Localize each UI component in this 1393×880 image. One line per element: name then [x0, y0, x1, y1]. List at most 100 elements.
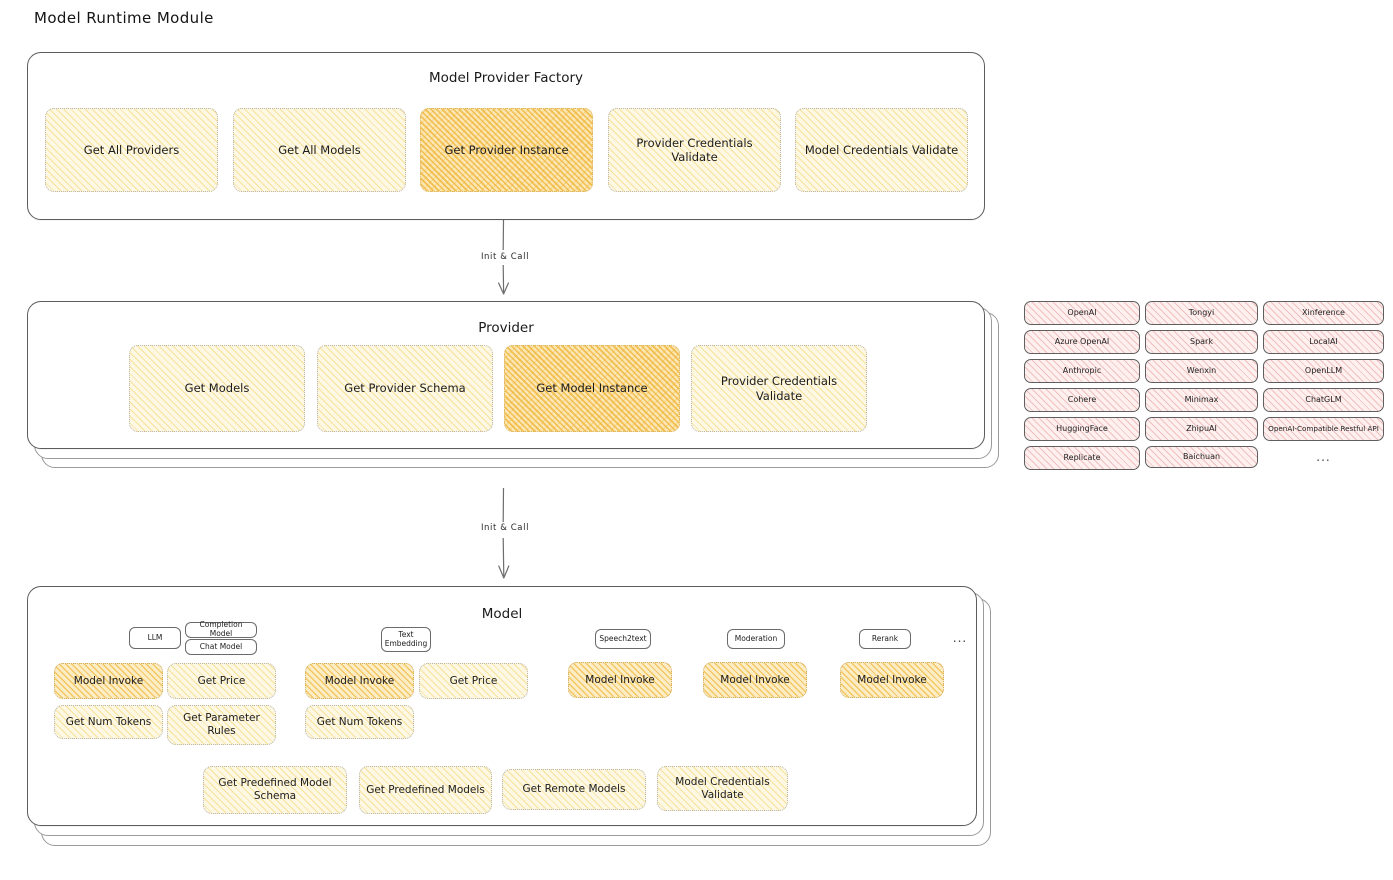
chip-label: Spark	[1190, 337, 1213, 347]
node-label: Get All Models	[278, 142, 361, 157]
badge-label: Completion Model	[199, 620, 243, 638]
node-llm-get-price[interactable]: Get Price	[167, 663, 276, 699]
model-type-badge-speech2text[interactable]: Speech2text	[595, 629, 651, 649]
more-label: ...	[952, 631, 968, 645]
provider-title: Provider	[478, 320, 534, 336]
node-provider-credentials-validate[interactable]: Provider Credentials Validate	[608, 108, 781, 192]
provider-chip-minimax[interactable]: Minimax	[1145, 388, 1258, 412]
node-label: Model Invoke	[324, 674, 395, 687]
badge-label: Rerank	[871, 633, 899, 643]
model-type-badge-rerank[interactable]: Rerank	[859, 629, 911, 649]
provider-chip-xinference[interactable]: Xinference	[1263, 301, 1384, 325]
node-get-all-models[interactable]: Get All Models	[233, 108, 406, 192]
node-text-embedding-get-price[interactable]: Get Price	[419, 663, 528, 699]
node-label: Model Credentials Validate	[804, 142, 959, 157]
arrow-label-init-and-call-2: Init & Call	[455, 523, 555, 533]
node-label: Get Provider Instance	[444, 142, 569, 157]
chip-label: Baichuan	[1182, 452, 1221, 462]
arrow-provider-to-model	[498, 488, 510, 579]
node-label: Get Price	[197, 674, 246, 687]
node-get-models[interactable]: Get Models	[129, 345, 305, 432]
model-title: Model	[481, 606, 523, 622]
node-get-model-instance[interactable]: Get Model Instance	[504, 345, 680, 432]
node-llm-get-num-tokens[interactable]: Get Num Tokens	[54, 705, 163, 739]
provider-list: OpenAI Azure OpenAI Anthropic Cohere Hug…	[1024, 300, 1384, 475]
model-type-badge-text-embedding[interactable]: Text Embedding	[381, 627, 431, 652]
model-subtype-badge-completion-model[interactable]: Completion Model	[185, 620, 257, 638]
node-label: Get Parameter Rules	[183, 712, 260, 737]
node-label: Get Predefined Model Schema	[218, 777, 332, 802]
provider-chip-huggingface[interactable]: HuggingFace	[1024, 417, 1140, 441]
chip-label: ChatGLM	[1305, 395, 1342, 405]
node-model-credentials-validate[interactable]: Model Credentials Validate	[795, 108, 968, 192]
provider-chip-openai-compatible-restful-api[interactable]: OpenAI-Compatible Restful API	[1263, 417, 1384, 441]
more-label: ...	[1316, 450, 1331, 464]
chip-label: OpenAI-Compatible Restful API	[1268, 423, 1379, 433]
node-label: Provider Credentials Validate	[720, 374, 838, 403]
chip-label: ZhipuAI	[1186, 424, 1217, 434]
provider-list-more: ...	[1263, 450, 1384, 464]
chip-label: LocalAI	[1309, 337, 1338, 347]
provider-chip-cohere[interactable]: Cohere	[1024, 388, 1140, 412]
node-text-embedding-get-num-tokens[interactable]: Get Num Tokens	[305, 705, 414, 739]
node-get-predefined-models[interactable]: Get Predefined Models	[359, 766, 492, 814]
node-get-provider-instance[interactable]: Get Provider Instance	[420, 108, 593, 192]
node-label: Get Predefined Models	[366, 783, 485, 796]
node-label: Model Invoke	[720, 673, 790, 686]
node-text-embedding-model-invoke[interactable]: Model Invoke	[305, 663, 414, 699]
node-get-all-providers[interactable]: Get All Providers	[45, 108, 218, 192]
chip-label: HuggingFace	[1056, 424, 1108, 434]
node-get-provider-schema[interactable]: Get Provider Schema	[317, 345, 493, 432]
node-label: Get Num Tokens	[316, 715, 403, 728]
provider-chip-openllm[interactable]: OpenLLM	[1263, 359, 1384, 383]
node-get-predefined-model-schema[interactable]: Get Predefined Model Schema	[203, 766, 347, 814]
node-label: Model Invoke	[857, 673, 927, 686]
chip-label: Replicate	[1063, 453, 1101, 463]
provider-chip-wenxin[interactable]: Wenxin	[1145, 359, 1258, 383]
chip-label: OpenLLM	[1304, 366, 1343, 376]
provider-chip-replicate[interactable]: Replicate	[1024, 446, 1140, 470]
node-moderation-model-invoke[interactable]: Model Invoke	[703, 662, 807, 698]
provider-chip-localai[interactable]: LocalAI	[1263, 330, 1384, 354]
provider-chip-chatglm[interactable]: ChatGLM	[1263, 388, 1384, 412]
node-rerank-model-invoke[interactable]: Model Invoke	[840, 662, 944, 698]
node-label: Get Price	[449, 674, 498, 687]
node-label: Get Remote Models	[522, 783, 626, 796]
chip-label: Xinference	[1302, 308, 1345, 318]
chip-label: OpenAI	[1067, 308, 1097, 318]
arrow-label-init-and-call-1: Init & Call	[455, 252, 555, 262]
node-get-remote-models[interactable]: Get Remote Models	[502, 769, 646, 810]
provider-chip-baichuan[interactable]: Baichuan	[1145, 446, 1258, 468]
model-subtype-badge-chat-model[interactable]: Chat Model	[185, 639, 257, 655]
provider-chip-anthropic[interactable]: Anthropic	[1024, 359, 1140, 383]
node-label: Model Invoke	[585, 673, 655, 686]
provider-chip-tongyi[interactable]: Tongyi	[1145, 301, 1258, 325]
node-speech2text-model-invoke[interactable]: Model Invoke	[568, 662, 672, 698]
chip-label: Anthropic	[1062, 366, 1102, 376]
badge-label: Moderation	[734, 633, 778, 643]
chip-label: Minimax	[1184, 395, 1219, 405]
model-type-badge-llm[interactable]: LLM	[129, 627, 181, 649]
provider-chip-spark[interactable]: Spark	[1145, 330, 1258, 354]
provider-chip-azure-openai[interactable]: Azure OpenAI	[1024, 330, 1140, 354]
node-label: Provider Credentials Validate	[636, 135, 753, 164]
page-title: Model Runtime Module	[34, 9, 214, 27]
arrow-factory-to-provider	[498, 220, 509, 295]
badge-label: LLM	[147, 632, 163, 642]
node-provider-credentials-validate-2[interactable]: Provider Credentials Validate	[691, 345, 867, 432]
provider-chip-zhipuai[interactable]: ZhipuAI	[1145, 417, 1258, 441]
node-label: Get Models	[184, 381, 250, 396]
chip-label: Wenxin	[1186, 366, 1217, 376]
node-model-credentials-validate-2[interactable]: Model Credentials Validate	[657, 766, 788, 811]
node-llm-get-parameter-rules[interactable]: Get Parameter Rules	[167, 705, 276, 745]
badge-label: Text Embedding	[384, 629, 428, 648]
node-label: Get All Providers	[83, 142, 180, 157]
model-type-badge-moderation[interactable]: Moderation	[727, 629, 785, 649]
provider-chip-openai[interactable]: OpenAI	[1024, 301, 1140, 325]
badge-label: Speech2text	[599, 633, 647, 643]
node-label: Model Credentials Validate	[675, 775, 770, 801]
chip-label: Cohere	[1067, 395, 1097, 405]
badge-label: Chat Model	[199, 641, 243, 651]
node-label: Get Provider Schema	[344, 381, 466, 396]
node-llm-model-invoke[interactable]: Model Invoke	[54, 663, 163, 699]
